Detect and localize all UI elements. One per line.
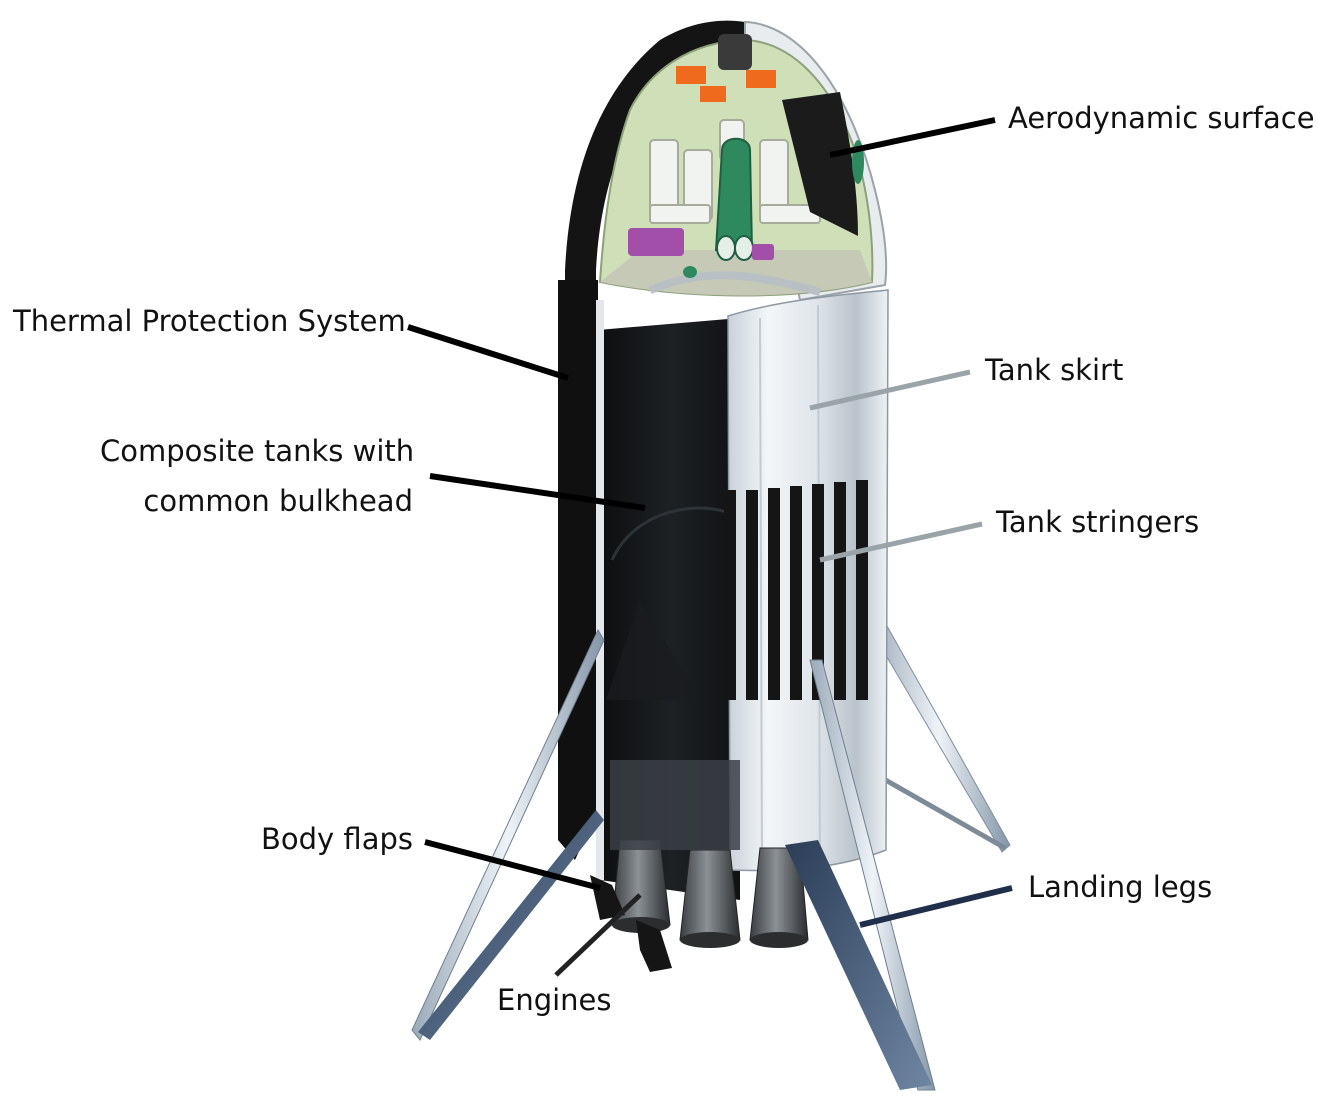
label-aerodynamic-surface: Aerodynamic surface [1008, 101, 1315, 135]
leader-tank-skirt [809, 369, 971, 411]
leader-tank-stringers [819, 521, 983, 563]
leader-lines [407, 117, 1013, 977]
landing-leg-left [411, 628, 605, 1041]
leader-thermal-protection [407, 324, 569, 381]
label-engines: Engines [497, 983, 612, 1017]
label-tank-skirt: Tank skirt [985, 353, 1124, 387]
leader-body-flaps [424, 839, 601, 891]
engines [610, 760, 809, 948]
inner-wall-strip [596, 300, 604, 880]
composite-tank-interior [598, 318, 742, 900]
leader-landing-legs [859, 885, 1013, 928]
label-tank-stringers: Tank stringers [996, 505, 1200, 539]
leader-aerodynamic-surface [829, 117, 996, 158]
leader-engines [554, 893, 642, 977]
label-body-flaps: Body flaps [261, 822, 413, 856]
label-composite-tanks-line1: Composite tanks with [100, 434, 415, 468]
landing-leg-rear [866, 609, 1011, 853]
tank-stringers [724, 480, 868, 700]
landing-leg-right [785, 659, 936, 1091]
label-thermal-protection-system: Thermal Protection System [13, 304, 406, 338]
leader-composite-tanks [429, 473, 646, 511]
label-composite-tanks-line2: common bulkhead [143, 484, 413, 518]
label-landing-legs: Landing legs [1028, 870, 1213, 904]
tank-skirt [727, 289, 889, 872]
